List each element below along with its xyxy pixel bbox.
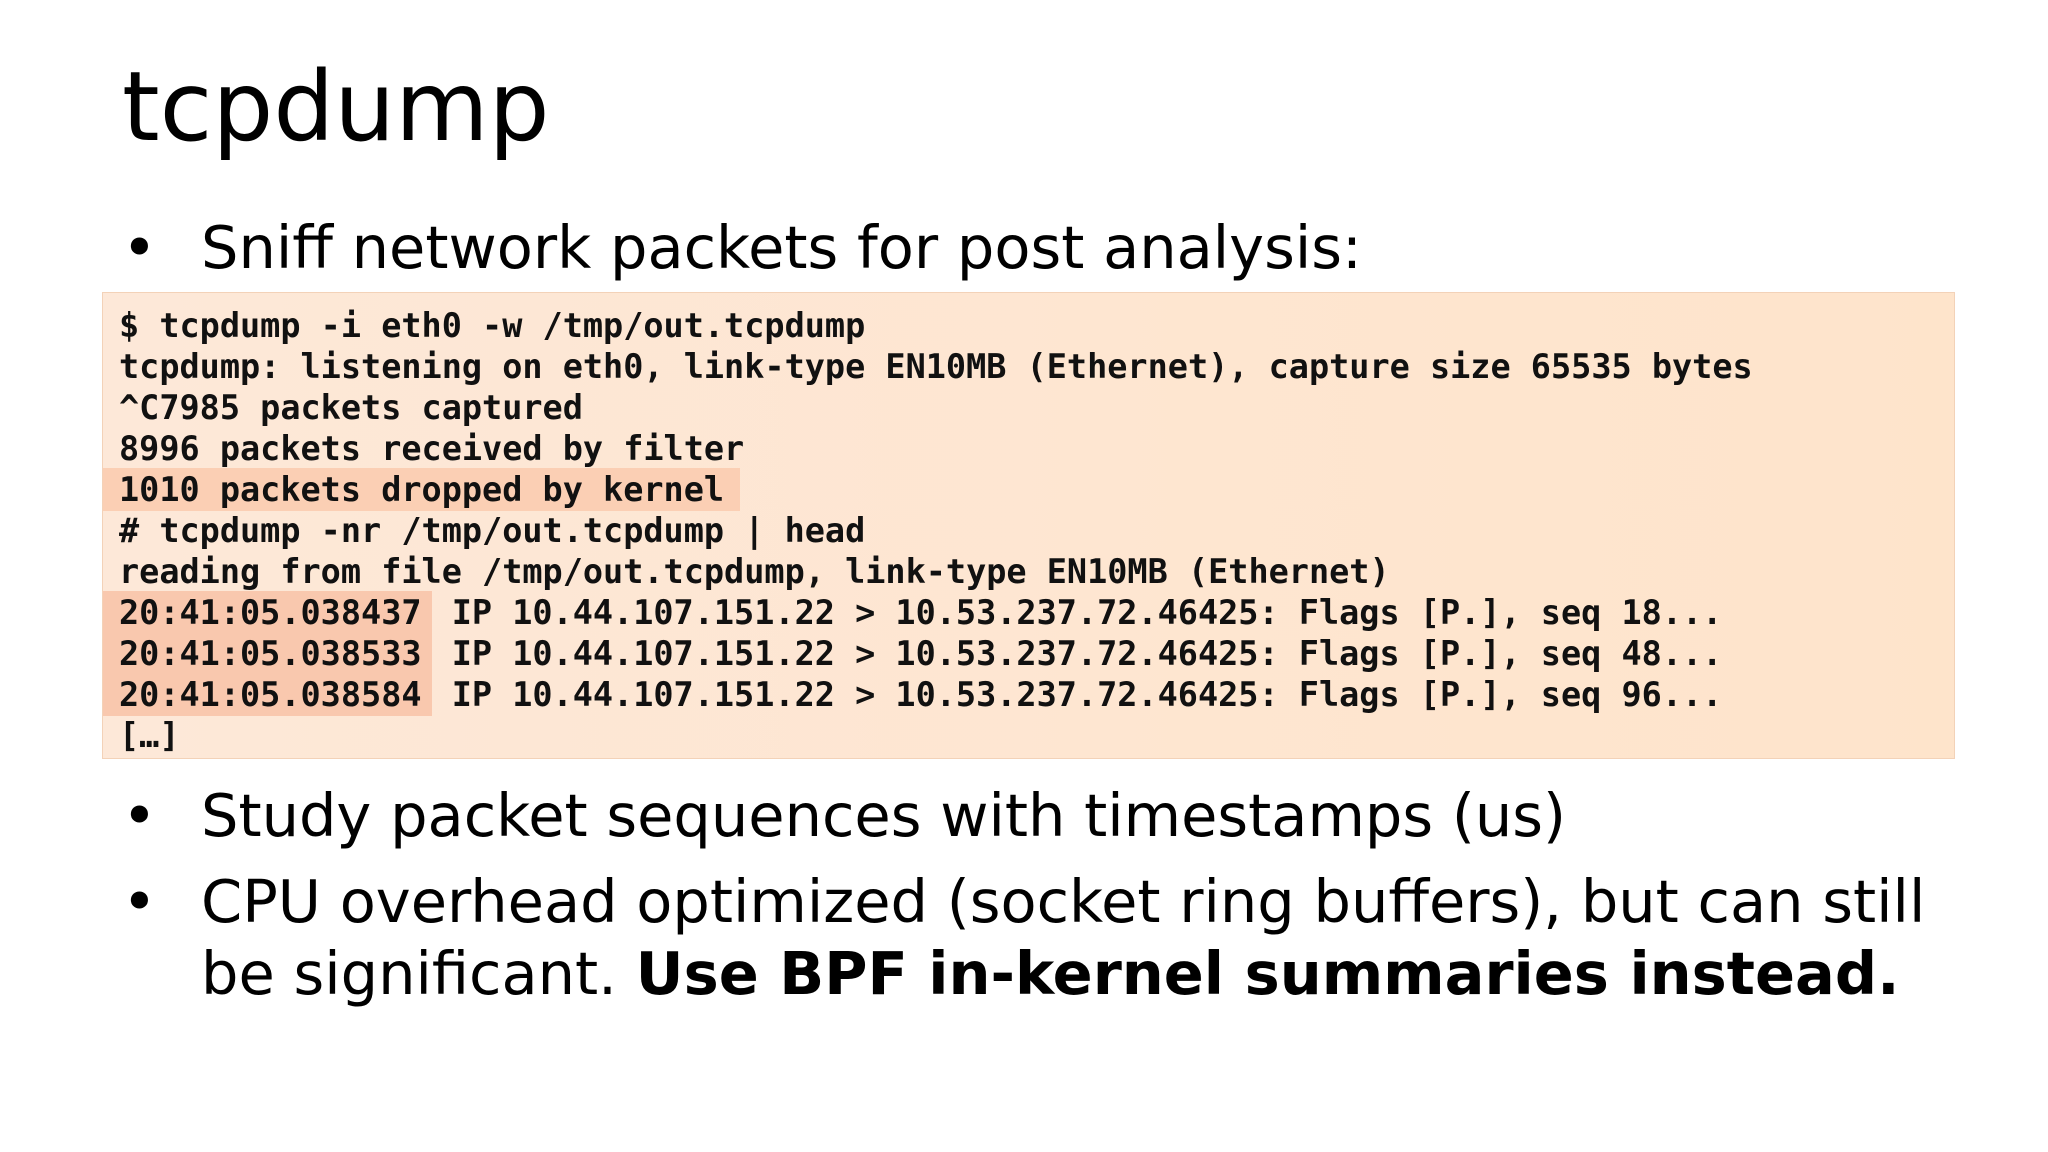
timestamp-highlight: 20:41:05.038437 [103,591,432,634]
bullet-sniff: • Sniff network packets for post analysi… [122,212,1961,284]
dropped-highlight: 1010 packets dropped by kernel [103,468,741,511]
terminal-line: $ tcpdump -i eth0 -w /tmp/out.tcpdump [119,306,866,345]
bullet-timestamps: • Study packet sequences with timestamps… [122,780,1961,852]
terminal-line: ^C7985 packets captured [119,388,583,427]
terminal-line-dropped: 1010 packets dropped by kernel [103,468,1954,511]
timestamp-highlight: 20:41:05.038533 [103,632,432,675]
bullet-text-bold: Use BPF in-kernel summaries instead. [635,939,1900,1008]
bullet-text: Study packet sequences with timestamps (… [201,781,1567,850]
slide-title: tcpdump [122,51,550,163]
bullet-cpu-overhead: • CPU overhead optimized (socket ring bu… [122,866,1961,1010]
bullet-text: Sniff network packets for post analysis: [201,213,1362,282]
terminal-line: reading from file /tmp/out.tcpdump, link… [119,552,1390,591]
bullet-text-plain: CPU overhead optimized (socket ring buff… [201,867,1926,1008]
terminal-line: 8996 packets received by filter [119,429,745,468]
terminal-packet-line: 20:41:05.038584 IP 10.44.107.151.22 > 10… [103,673,1954,716]
terminal-packet-line: 20:41:05.038437 IP 10.44.107.151.22 > 10… [103,591,1954,634]
terminal-line: # tcpdump -nr /tmp/out.tcpdump | head [119,511,866,550]
bullet-dot: • [122,213,157,282]
bullet-dot: • [122,867,157,936]
terminal-output: $ tcpdump -i eth0 -w /tmp/out.tcpdump tc… [102,292,1955,759]
terminal-line: […] [119,716,180,755]
terminal-packet-line: 20:41:05.038533 IP 10.44.107.151.22 > 10… [103,632,1954,675]
bullet-text: CPU overhead optimized (socket ring buff… [201,866,1961,1010]
timestamp-highlight: 20:41:05.038584 [103,673,432,716]
terminal-line: tcpdump: listening on eth0, link-type EN… [119,347,1753,386]
bullet-dot: • [122,781,157,850]
